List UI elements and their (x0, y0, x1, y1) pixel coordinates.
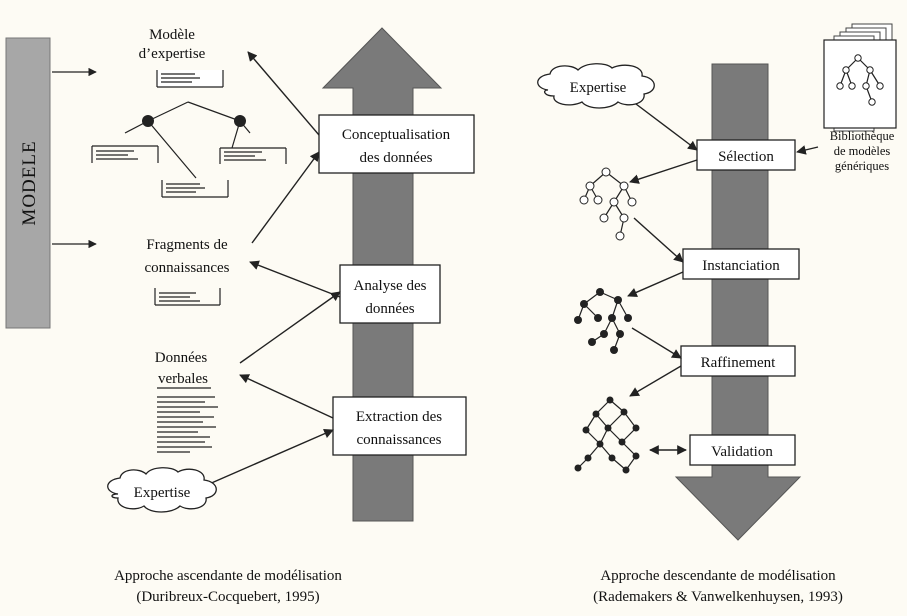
arrow-verbales-to-analyse (239, 291, 341, 364)
step-instanciation: Instanciation (682, 248, 800, 280)
fragments-line2: connaissances (145, 260, 230, 276)
library-label-line2: de modèles (834, 144, 891, 158)
doc-fragment-icon (91, 145, 159, 163)
arrow-library-to-selection (796, 145, 819, 155)
step-extraction: Extraction des connaissances (332, 396, 467, 456)
downward-process-arrow (674, 63, 802, 541)
arrow-selection-to-tree (629, 159, 698, 184)
step-selection-label: Sélection (718, 149, 774, 165)
arrow-expertise-to-extraction (199, 429, 334, 489)
step-raffinement: Raffinement (680, 345, 796, 377)
step-extraction-line2: connaissances (357, 432, 442, 448)
expertise-cloud-left: Expertise (107, 467, 217, 513)
expertise-model-sketch (91, 70, 287, 198)
left-caption-line1: Approche ascendante de modélisation (114, 568, 342, 584)
doc-fragment-icon (161, 180, 229, 198)
doc-fragment-icon (219, 147, 287, 164)
modele-side-label: MODELE (19, 140, 40, 225)
arrow-fragments-to-conceptualisation (251, 151, 320, 244)
library-label-line3: génériques (835, 159, 889, 173)
arrow-instanciation-to-tree (627, 271, 684, 297)
arrow-expertise-to-selection (635, 103, 698, 151)
verbal-data-text-lines (157, 396, 218, 453)
library-label-line1: Bibliothèque (830, 129, 895, 143)
model-library-icon (823, 23, 897, 132)
fragments-line1: Fragments de (146, 237, 228, 253)
generic-model-tree (579, 167, 637, 241)
library-tree-icon (836, 54, 884, 106)
right-caption-line2: (Rademakers & Vanwelkenhuysen, 1993) (593, 589, 843, 605)
step-validation: Validation (689, 434, 796, 466)
step-raffinement-label: Raffinement (701, 355, 777, 371)
right-caption-line1: Approche descendante de modélisation (600, 568, 836, 584)
arrow-analyse-to-fragments (249, 260, 341, 298)
arrow-raffinement-to-graph (629, 365, 682, 397)
step-extraction-line1: Extraction des (356, 409, 442, 425)
step-analyse-line2: données (365, 301, 414, 317)
step-conceptualisation: Conceptualisation des données (318, 114, 475, 174)
arrow-extraction-to-verbales (239, 374, 334, 419)
expertise-cloud-right: Expertise (537, 63, 655, 109)
refined-model-graph (574, 396, 640, 474)
arrow-tree-to-raffinement (631, 327, 682, 359)
expertise-right-label: Expertise (570, 80, 627, 96)
modele-expertise-line2: d’expertise (139, 46, 206, 62)
step-selection: Sélection (696, 139, 796, 171)
left-caption-line2: (Duribreux-Cocquebert, 1995) (136, 589, 319, 605)
donnees-verbales-line2: verbales (158, 371, 208, 387)
expertise-left-label: Expertise (134, 485, 191, 501)
step-validation-label: Validation (711, 444, 773, 460)
step-analyse: Analyse des données (339, 264, 441, 324)
instanciated-model-tree (574, 288, 632, 354)
modele-expertise-line1: Modèle (149, 27, 195, 43)
arrow-tree-to-instanciation (633, 217, 684, 263)
donnees-verbales-line1: Données (155, 350, 208, 366)
step-analyse-line1: Analyse des (354, 278, 427, 294)
modele-side-bar: MODELE (5, 37, 51, 329)
step-conceptualisation-line2: des données (360, 150, 433, 166)
step-instanciation-label: Instanciation (702, 258, 780, 274)
step-conceptualisation-line1: Conceptualisation (342, 127, 451, 143)
arrow-conceptualisation-to-modele (247, 51, 320, 136)
doc-fragment-icon (156, 70, 224, 88)
fragments-doc-icon (154, 288, 221, 306)
